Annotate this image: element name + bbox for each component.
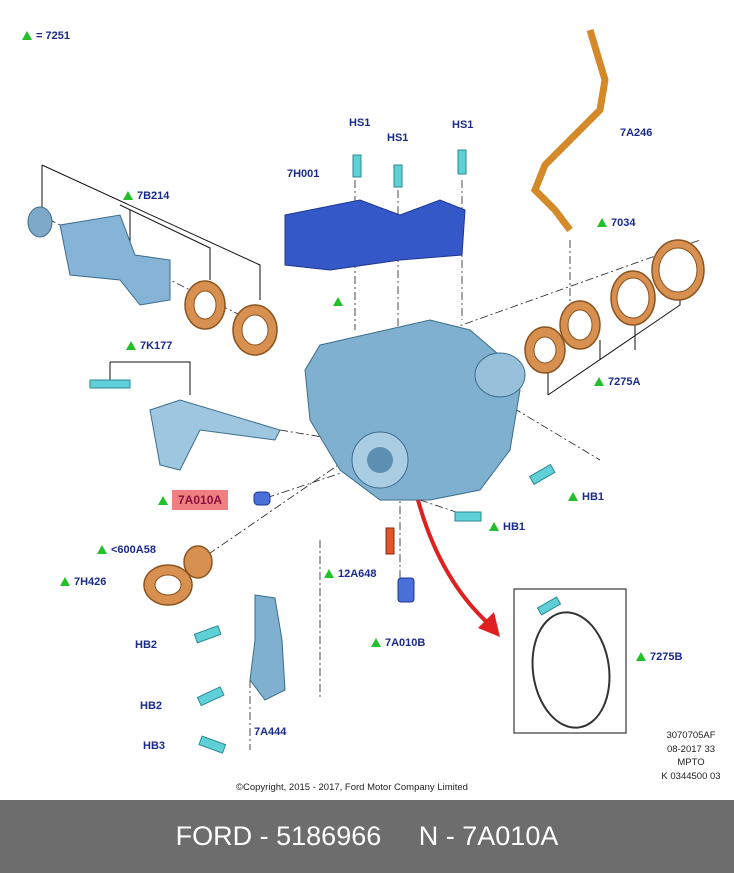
triangle-icon: [371, 638, 381, 647]
label-text: 7B214: [137, 190, 170, 202]
triangle-icon: [636, 652, 646, 661]
label-text: HB1: [582, 491, 605, 503]
label-text: 12A648: [338, 568, 377, 580]
triangle-icon: [158, 496, 168, 505]
triangle-icon: [22, 31, 32, 40]
reference-codes: 3070705AF 08-2017 33 MPTO K 0344500 03: [646, 729, 734, 783]
label-hb1: HB1: [489, 521, 525, 534]
label-hb1: HB1: [568, 491, 604, 504]
label-7h426: 7H426: [60, 576, 106, 589]
label-7h001: 7H001: [287, 168, 320, 180]
label-hs1: HS1: [452, 119, 474, 131]
label-7b214: 7B214: [123, 190, 169, 203]
triangle-icon: [123, 191, 133, 200]
triangle-icon: [594, 377, 604, 386]
ref-line: 08-2017 33: [666, 743, 716, 755]
label-7k177: 7K177: [126, 340, 172, 353]
copyright: ©Copyright, 2015 - 2017, Ford Motor Comp…: [236, 782, 468, 793]
label-text: HB1: [503, 521, 526, 533]
triangle-icon: [568, 492, 578, 501]
label-600a58: <600A58: [97, 544, 156, 557]
triangle-icon: [333, 297, 343, 306]
triangle-icon: [597, 218, 607, 227]
label-7034: 7034: [597, 217, 635, 230]
label-text: 7A010B: [385, 637, 426, 649]
triangle-icon: [126, 341, 136, 350]
triangle-icon: [97, 545, 107, 554]
ref-line: 3070705AF: [666, 730, 716, 741]
label-7a010b: 7A010B: [371, 637, 425, 650]
triangle-icon: [489, 522, 499, 531]
label-hs1: HS1: [349, 117, 371, 129]
legend-text: = 7251: [36, 30, 70, 42]
exploded-parts-diagram: [27, 28, 705, 754]
label-7275b: 7275B: [636, 651, 682, 664]
label-7a444: 7A444: [254, 726, 287, 738]
footer-part-number: FORD - 5186966: [175, 821, 382, 851]
label-text: 7275B: [650, 651, 683, 663]
label-text: 7275A: [608, 376, 641, 388]
label-hb2: HB2: [140, 700, 163, 712]
standalone-marker: [333, 296, 347, 309]
legend: = 7251: [22, 30, 70, 43]
label-7a246: 7A246: [620, 127, 653, 139]
footer-bar: FORD - 5186966 N - 7A010A: [0, 800, 734, 873]
label-12a648: 12A648: [324, 568, 377, 581]
ref-line: K 0344500 03: [661, 770, 721, 782]
label-text: 7K177: [140, 340, 173, 352]
label-7a010a[interactable]: 7A010A: [158, 490, 229, 510]
triangle-icon: [324, 569, 334, 578]
label-hb2: HB2: [135, 639, 158, 651]
footer-spacer: [381, 821, 419, 852]
label-text: <600A58: [111, 544, 156, 556]
label-text: 7H426: [74, 576, 107, 588]
triangle-icon: [60, 577, 70, 586]
ref-line: MPTO: [677, 757, 705, 768]
label-hb3: HB3: [143, 740, 166, 752]
label-hs1: HS1: [387, 132, 409, 144]
label-text: 7034: [611, 217, 636, 229]
footer-part-name: N - 7A010A: [418, 821, 559, 851]
highlighted-part-label: 7A010A: [172, 490, 229, 510]
label-7275a: 7275A: [594, 376, 640, 389]
